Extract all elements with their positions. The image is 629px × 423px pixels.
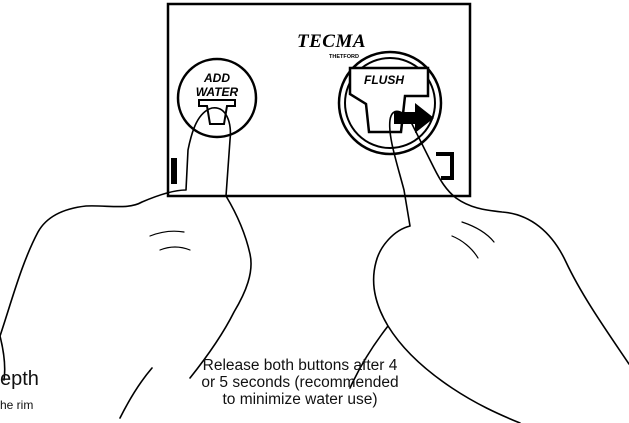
add-water-button[interactable]: ADD WATER — [178, 59, 256, 137]
side-title-fragment: epth — [0, 368, 39, 391]
add-water-label-line2: WATER — [196, 85, 239, 99]
add-water-label-line1: ADD — [203, 71, 230, 85]
brand-logo: TECMA — [297, 31, 366, 52]
caption-line-3: to minimize water use) — [175, 391, 425, 408]
brand-subtitle: THETFORD — [329, 54, 359, 60]
side-subtitle-fragment: he rim — [0, 398, 33, 412]
caption-line-2: or 5 seconds (recommended — [175, 374, 425, 391]
caption-line-1: Release both buttons after 4 — [175, 357, 425, 374]
left-hand-knuckle-line — [150, 231, 190, 250]
release-instruction-caption: Release both buttons after 4 or 5 second… — [175, 357, 425, 408]
flush-label: FLUSH — [364, 73, 404, 87]
right-hand-knuckle-line — [452, 222, 494, 258]
panel-mark-left — [171, 158, 177, 184]
flush-button[interactable]: FLUSH — [339, 52, 441, 154]
